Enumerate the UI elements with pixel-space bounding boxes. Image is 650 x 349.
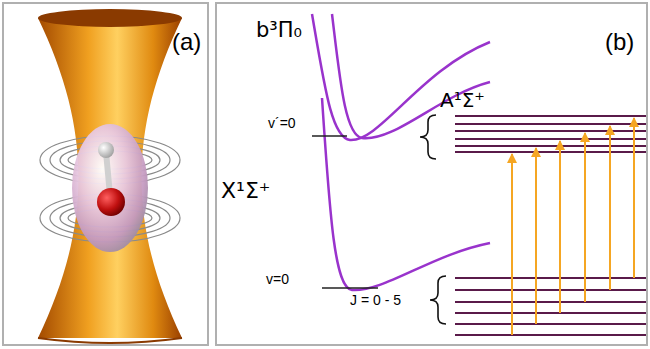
state-label: v=0 <box>266 272 289 286</box>
molecule <box>72 124 148 252</box>
state-label: X¹Σ⁺ <box>221 180 270 202</box>
panel-label: (b) <box>605 30 634 54</box>
state-label: A¹Σ⁺ <box>440 90 485 110</box>
panel-label: (a) <box>172 30 201 54</box>
transition-arrows <box>512 118 634 335</box>
figure-panel: (a) <box>2 2 209 346</box>
state-label: b³Π₀ <box>256 20 302 41</box>
state-label: v´=0 <box>268 116 296 130</box>
vibrational-level <box>312 136 378 288</box>
state-label: J = 0 - 5 <box>350 293 401 307</box>
rotational-level <box>455 116 648 335</box>
brackets <box>420 115 446 324</box>
trap-beam <box>38 9 182 343</box>
figure-panel: (b) <box>215 2 648 346</box>
